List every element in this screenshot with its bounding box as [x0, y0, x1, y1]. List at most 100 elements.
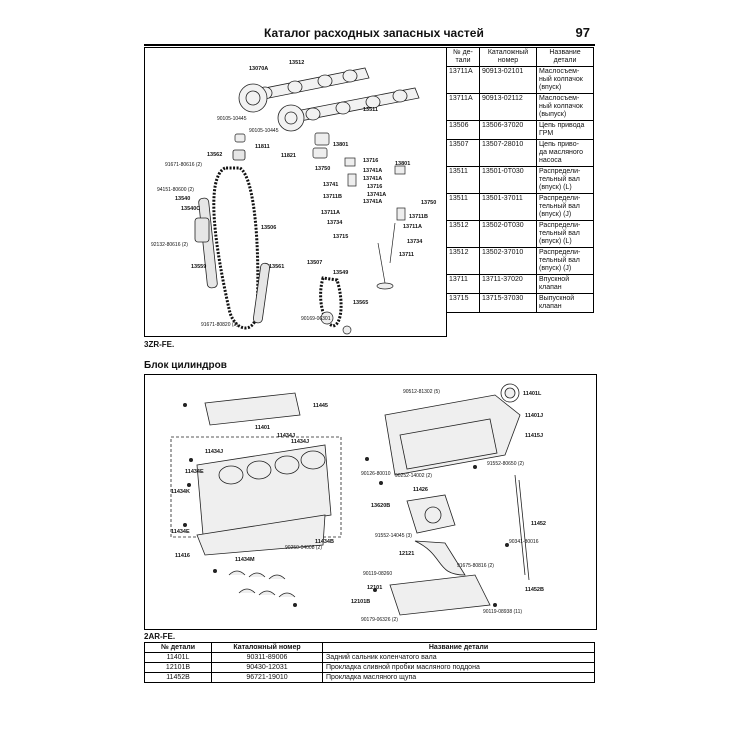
bottom-col-part-no: № детали: [144, 642, 212, 653]
cell-part-name: Распредели- тельный вал (впуск) (J): [536, 193, 594, 221]
callout-3: 13511: [363, 107, 378, 113]
cell-part-name: Прокладка сливной пробки масляного поддо…: [322, 662, 595, 673]
block-callout-10: 11416: [175, 553, 190, 559]
cell-part-name: Прокладка масляного щупа: [322, 672, 595, 683]
callout-38: 13565: [353, 300, 368, 306]
cell-catalog-no: 13502-37010: [479, 247, 537, 275]
block-callout-11: 11434M: [235, 557, 255, 563]
bottom-parts-table: № детали Каталожный номер Название детал…: [144, 642, 595, 683]
block-callout-25: 91675-80816 (2): [457, 563, 494, 569]
cell-catalog-no: 13711-37020: [479, 274, 537, 294]
block-callout-7: 11434K: [171, 489, 190, 495]
section-title: Блок цилиндров: [144, 360, 227, 371]
callout-26: 13711A: [321, 210, 340, 216]
cell-part-no: 13512: [446, 247, 480, 275]
callout-35: 13561: [269, 264, 284, 270]
callout-15: 13741A: [367, 192, 386, 198]
callout-12: 13741A: [363, 168, 382, 174]
parts-table: № де- тали Каталожный номер Название дет…: [446, 47, 594, 313]
cell-part-no: 13711: [446, 274, 480, 294]
callout-18: 94151-80600 (2): [157, 187, 194, 193]
block-callout-31: 90179-06326 (2): [361, 617, 398, 623]
cell-part-no: 13507: [446, 139, 480, 167]
callout-32: 13711: [399, 252, 414, 258]
cell-catalog-no: 13502-0T030: [479, 220, 537, 248]
callout-40: 91671-80820 (2): [201, 322, 238, 328]
block-callout-4: 11434J: [205, 449, 223, 455]
block-callout-9: 11434E: [171, 529, 190, 535]
cell-part-no: 12101B: [144, 662, 212, 673]
bottom-table-header: № детали Каталожный номер Название детал…: [144, 642, 595, 653]
block-callout-5: 11434J: [291, 439, 309, 445]
callout-6: 11811: [255, 144, 270, 150]
callout-4: 90105-10445: [217, 116, 247, 122]
block-callout-6: 11434E: [185, 469, 204, 475]
cell-part-no: 13715: [446, 293, 480, 313]
block-callout-1: 11445: [313, 403, 328, 409]
callout-16: 13741A: [363, 199, 382, 205]
cell-catalog-no: 13501-37011: [479, 193, 537, 221]
block-callout-2: 11401: [255, 425, 270, 431]
block-callout-27: 90119-08260: [363, 571, 392, 577]
block-callout-14: 11401L: [523, 391, 542, 397]
callout-2: 13070A: [249, 66, 268, 72]
callout-31: 13715: [333, 234, 348, 240]
block-callout-15: 11415J: [525, 433, 543, 439]
bottom-col-catalog-no: Каталожный номер: [211, 642, 323, 653]
page-header: Каталог расходных запасных частей 97: [144, 24, 595, 46]
block-callout-26: 11452B: [525, 587, 544, 593]
cell-catalog-no: 13506-37020: [479, 120, 537, 140]
block-callout-24: 90341-80016: [509, 539, 539, 545]
callout-13: 13741A: [363, 176, 382, 182]
callout-37: 13549: [333, 270, 348, 276]
cell-part-name: Распредели- тельный вал (впуск) (J): [536, 247, 594, 275]
cell-part-name: Задний сальник коленчатого вала: [322, 652, 595, 663]
callout-22: 13750: [315, 166, 330, 172]
cell-part-name: Распредели- тельный вал (впуск) (L): [536, 220, 594, 248]
cell-catalog-no: 96721-19010: [211, 672, 323, 683]
cell-part-name: Маслосъем- ный колпачок (выпуск): [536, 93, 594, 121]
callout-33: 92132-80616 (2): [151, 242, 188, 248]
block-callout-12: 90250-04008 (2): [285, 545, 322, 551]
catalog-title: Каталог расходных запасных частей: [264, 26, 484, 40]
block-callout-30: 90119-08938 (11): [483, 609, 522, 615]
block-callouts: 11445 11401 11434J 11434J 11434J 11434E …: [171, 389, 546, 623]
cell-part-no: 13711A: [446, 66, 480, 94]
callout-14: 13716: [367, 184, 382, 190]
block-callout-20: 13620B: [371, 503, 390, 509]
cell-catalog-no: 13715-37030: [479, 293, 537, 313]
block-callout-23: 12121: [399, 551, 414, 557]
bottom-col-part-name: Название детали: [322, 642, 595, 653]
cell-catalog-no: 90913-02112: [479, 93, 537, 121]
callout-36: 13507: [307, 260, 322, 266]
parts-table-header: № де- тали Каталожный номер Название дет…: [446, 47, 594, 67]
callout-23: 13711B: [323, 194, 342, 200]
cell-part-no: 13511: [446, 166, 480, 194]
cell-catalog-no: 90913-02101: [479, 66, 537, 94]
callout-10: 91671-80616 (2): [165, 162, 202, 168]
callout-34: 13559: [191, 264, 206, 270]
callout-21: 13506: [261, 225, 276, 231]
cell-catalog-no: 13507-28010: [479, 139, 537, 167]
timing-diagram: 13512 13070A 13511 90105-10445 90105-104…: [144, 47, 447, 337]
cell-part-name: Цепь приво- да масляного насоса: [536, 139, 594, 167]
cell-part-name: Цепь привода ГРМ: [536, 120, 594, 140]
engine-model-label-1: 3ZR-FE.: [144, 340, 175, 349]
block-callout-8: 11434B: [315, 539, 334, 545]
cylinder-block-diagram: 11445 11401 11434J 11434J 11434J 11434E …: [144, 374, 597, 630]
block-callout-16: 91552-80650 (2): [487, 461, 524, 467]
cell-catalog-no: 90430-12031: [211, 662, 323, 673]
col-part-name: Название детали: [536, 47, 594, 67]
cell-part-no: 13711A: [446, 93, 480, 121]
cell-part-no: 13506: [446, 120, 480, 140]
